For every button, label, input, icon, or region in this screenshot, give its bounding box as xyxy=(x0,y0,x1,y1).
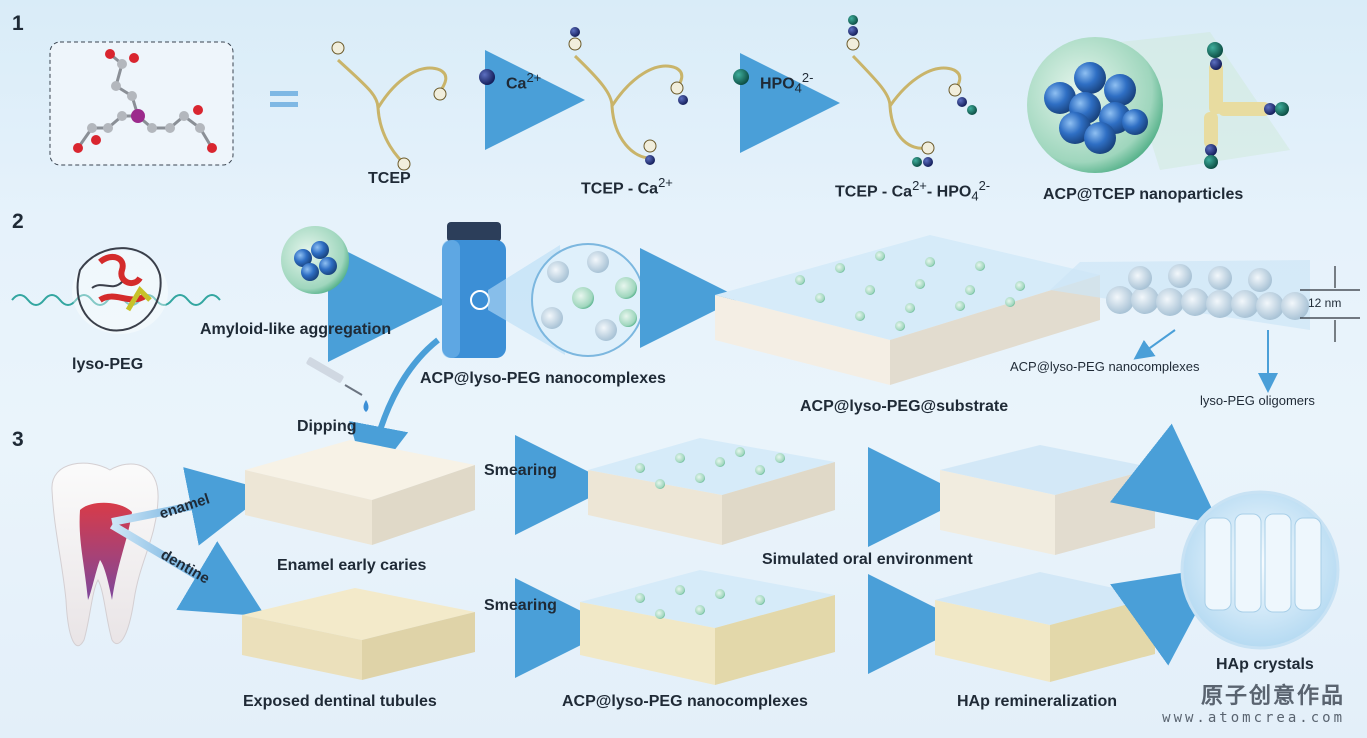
pointer-nanocomplexes xyxy=(1133,329,1176,360)
label-tcep: TCEP xyxy=(368,170,411,187)
arrow-enamel xyxy=(111,467,270,546)
watermark-cn: 原子创意作品 xyxy=(1200,683,1345,708)
molecule-atoms xyxy=(73,49,217,153)
label-hap-remineralization: HAp remineralization xyxy=(957,693,1118,710)
label-hpo4-ion: HPO42- xyxy=(760,70,814,96)
substrate-nanocomplex-dots xyxy=(795,251,1025,331)
molecule-box xyxy=(49,41,234,166)
section-number-1: 1 xyxy=(12,12,24,35)
hap-crystal-columns xyxy=(1204,513,1322,613)
layer-spheres xyxy=(1106,264,1309,320)
label-oligomers: lyso-PEG oligomers xyxy=(1200,393,1315,408)
tcep-ca-hpo4-strand xyxy=(851,54,962,150)
label-tcep-ca: TCEP - Ca2+ xyxy=(581,175,673,198)
zoom-beam xyxy=(1120,32,1290,170)
label-tcep-ca-hpo4: TCEP - Ca2+- HPO42- xyxy=(835,178,991,204)
label-nanocomplexes-pointer: ACP@lyso-PEG nanocomplexes xyxy=(1010,359,1200,374)
label-hap-crystals: HAp crystals xyxy=(1216,656,1314,673)
arrow-to-hap-1 xyxy=(1109,423,1220,525)
smeared-dentine-dots xyxy=(635,585,765,619)
label-thickness: 12 nm xyxy=(1308,296,1342,310)
smeared-enamel-block xyxy=(588,438,835,545)
enamel-block xyxy=(245,440,475,545)
label-dentine-nanocomplexes: ACP@lyso-PEG nanocomplexes xyxy=(562,693,808,710)
equals-sign xyxy=(270,91,298,107)
label-simulated-oral-environment: Simulated oral environment xyxy=(762,551,973,568)
label-amyloid-aggregation: Amyloid-like aggregation xyxy=(200,321,392,338)
tcep-strand xyxy=(336,58,448,164)
watermark: 原子创意作品 www.atomcrea.com xyxy=(1162,678,1345,726)
acp-cluster xyxy=(1044,62,1148,154)
watermark-en: www.atomcrea.com xyxy=(1162,710,1345,726)
remineralized-enamel-block xyxy=(940,445,1155,555)
tooth-diagram xyxy=(51,462,159,647)
smeared-dots xyxy=(635,447,785,489)
nanocomplex-particles xyxy=(541,251,637,341)
label-calcium-ion: Ca2+ xyxy=(506,70,542,93)
tcep-charges xyxy=(331,41,447,171)
remineralized-dentine-block xyxy=(935,572,1155,682)
section-number-3: 3 xyxy=(12,428,24,451)
label-acp-tcep-nanoparticles: ACP@TCEP nanoparticles xyxy=(1043,186,1244,203)
label-nanocomplexes: ACP@lyso-PEG nanocomplexes xyxy=(420,370,666,387)
calcium-bound xyxy=(570,27,688,165)
label-substrate: ACP@lyso-PEG@substrate xyxy=(800,398,1009,415)
calcium-phosphate-bound xyxy=(848,15,977,167)
nanoparticle-mini-cluster xyxy=(294,241,337,281)
dentine-block xyxy=(242,588,475,680)
bottle xyxy=(442,222,506,358)
calcium-ion-icon xyxy=(479,69,495,85)
label-lyso-peg: lyso-PEG xyxy=(72,356,144,373)
thickness-arrows xyxy=(1300,266,1360,342)
lysozyme-protein xyxy=(72,247,168,334)
label-smearing-enamel: Smearing xyxy=(484,462,557,479)
phosphate-ion-icon xyxy=(733,69,749,85)
label-dipping: Dipping xyxy=(297,418,357,435)
label-smearing-dentine: Smearing xyxy=(484,597,557,614)
label-enamel-caries: Enamel early caries xyxy=(277,557,427,574)
section-number-2: 2 xyxy=(12,210,24,233)
tcep-zoom-molecule xyxy=(1204,42,1289,169)
label-exposed-tubules: Exposed dentinal tubules xyxy=(243,693,437,710)
arrow-dentine xyxy=(109,521,266,617)
nanoparticle-mini xyxy=(281,226,349,294)
arrow-to-hap-2 xyxy=(1110,566,1221,666)
coated-substrate xyxy=(715,235,1100,385)
smeared-dentine-block xyxy=(580,570,835,685)
arrow-dipping xyxy=(349,337,440,486)
syringe-icon xyxy=(306,357,369,412)
tcep-ca-strand xyxy=(573,54,684,160)
